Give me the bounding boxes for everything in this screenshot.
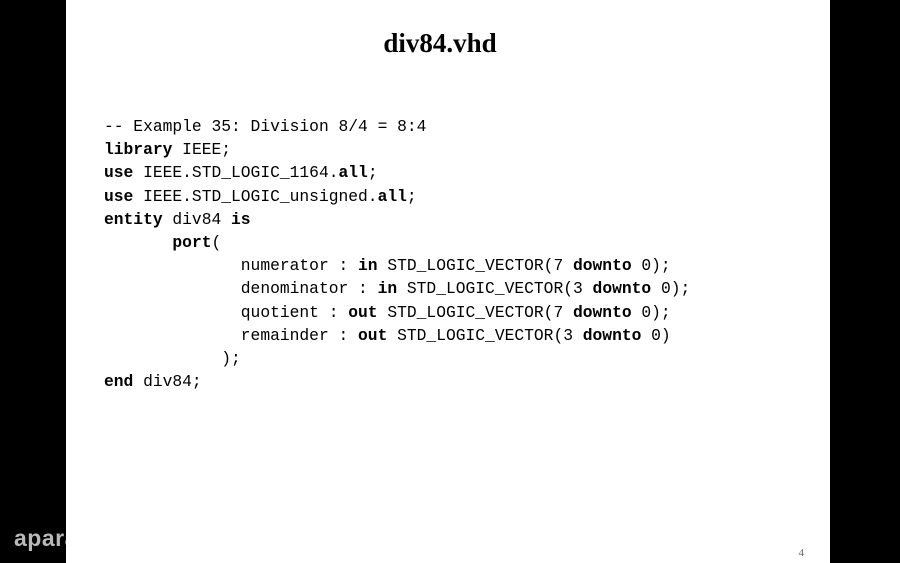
code-text: STD_LOGIC_VECTOR(3 — [387, 325, 583, 345]
code-line: end div84; — [104, 370, 690, 393]
code-keyword: end — [104, 372, 134, 392]
code-text: STD_LOGIC_VECTOR(7 — [377, 302, 573, 322]
code-keyword: is — [231, 209, 251, 229]
code-keyword: downto — [582, 325, 642, 345]
code-text: remainder : — [104, 325, 359, 345]
code-keyword: use — [104, 163, 134, 183]
aparat-watermark: aparat — [14, 525, 66, 551]
code-text: ( — [211, 232, 222, 252]
code-text: STD_LOGIC_VECTOR(3 — [397, 279, 593, 299]
slide: div84.vhd -- Example 35: Division 8/4 = … — [66, 0, 830, 563]
code-line: use IEEE.STD_LOGIC_unsigned.all; — [104, 185, 690, 208]
code-line: remainder : out STD_LOGIC_VECTOR(3 downt… — [104, 324, 690, 347]
vhdl-code-block: -- Example 35: Division 8/4 = 8:4 library… — [104, 115, 690, 393]
code-line: numerator : in STD_LOGIC_VECTOR(7 downto… — [104, 254, 690, 277]
code-line: entity div84 is — [104, 208, 690, 231]
code-text: IEEE; — [172, 140, 232, 160]
code-text: div84 — [162, 209, 232, 229]
code-line: port( — [104, 231, 690, 254]
code-text: -- Example 35: Division 8/4 = 8:4 — [104, 117, 427, 136]
code-text: ; — [406, 186, 417, 206]
page-number: 4 — [798, 547, 805, 559]
code-keyword: all — [338, 163, 368, 183]
code-keyword: in — [358, 256, 378, 276]
code-comment-line: -- Example 35: Division 8/4 = 8:4 — [104, 115, 690, 138]
code-keyword: downto — [573, 302, 632, 322]
code-keyword: entity — [104, 209, 163, 229]
code-text: 0); — [631, 302, 671, 322]
code-keyword: all — [377, 186, 407, 206]
code-line: use IEEE.STD_LOGIC_1164.all; — [104, 161, 690, 184]
slide-title: div84.vhd — [383, 28, 497, 58]
code-text: div84; — [133, 372, 202, 392]
code-line: ); — [104, 347, 690, 370]
code-keyword: downto — [592, 279, 652, 299]
code-keyword: use — [104, 186, 134, 206]
code-keyword: in — [377, 279, 398, 299]
code-text: numerator : — [104, 256, 359, 276]
code-text: ; — [367, 163, 378, 183]
code-text: IEEE.STD_LOGIC_1164. — [133, 163, 339, 183]
code-keyword: out — [358, 325, 388, 345]
code-text: 0); — [631, 256, 671, 276]
code-keyword: downto — [573, 256, 632, 276]
code-line: denominator : in STD_LOGIC_VECTOR(3 down… — [104, 277, 690, 300]
code-keyword: out — [348, 302, 378, 322]
code-line: quotient : out STD_LOGIC_VECTOR(7 downto… — [104, 301, 690, 324]
code-text: denominator : — [104, 279, 378, 299]
code-line: library IEEE; — [104, 138, 690, 161]
code-text: 0); — [651, 279, 691, 299]
code-text: 0) — [641, 325, 671, 345]
code-text: STD_LOGIC_VECTOR(7 — [377, 256, 573, 276]
code-text: quotient : — [104, 302, 349, 322]
code-keyword: library — [104, 140, 173, 160]
code-keyword: port — [172, 232, 212, 252]
code-text — [104, 233, 172, 252]
code-text: ); — [104, 348, 241, 368]
code-text: IEEE.STD_LOGIC_unsigned. — [133, 186, 378, 206]
